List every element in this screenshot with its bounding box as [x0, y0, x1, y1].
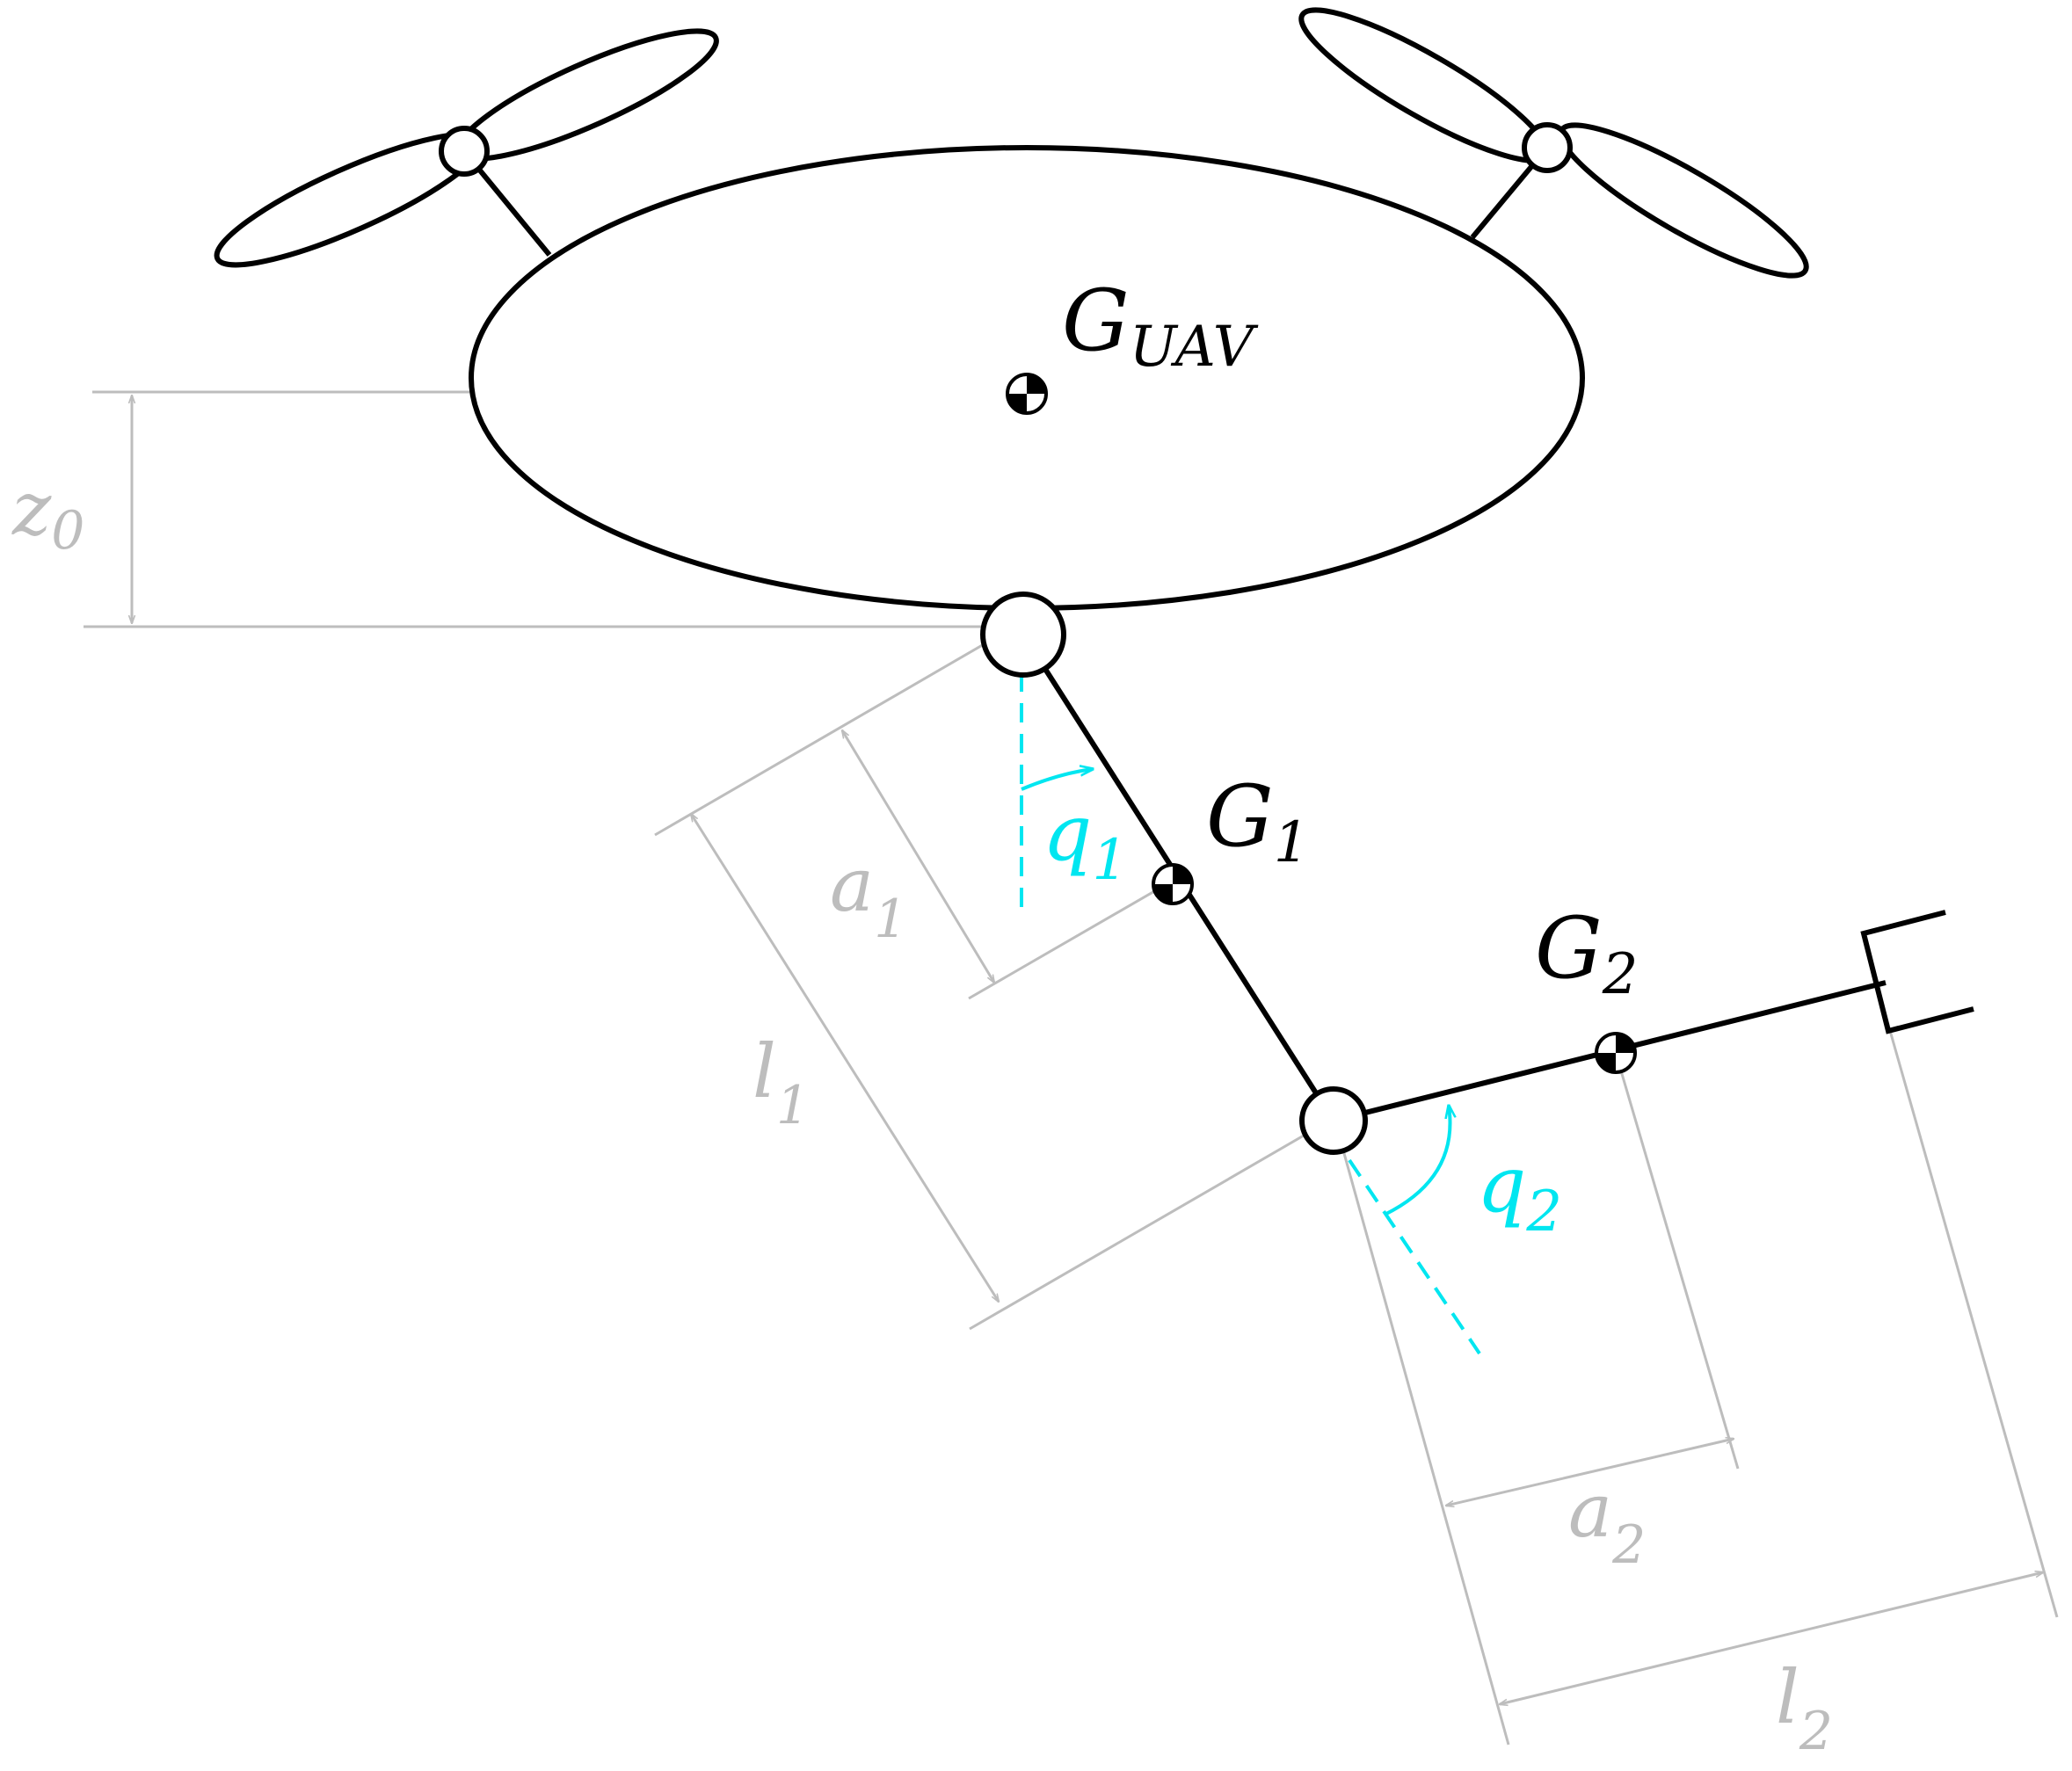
- l2-witness-start: [1334, 1124, 1510, 1746]
- cog-link-1: [1152, 863, 1194, 905]
- label-g-1: G1: [1206, 767, 1309, 875]
- label-q-2: q2: [1477, 1139, 1562, 1245]
- l1-witness-top: [654, 620, 1024, 837]
- l1-witness-bottom: [969, 1114, 1338, 1331]
- a2-witness-end: [1614, 1052, 1740, 1470]
- label-a-2: a2: [1568, 1468, 1646, 1576]
- a1-witness-bottom: [968, 879, 1174, 1000]
- label-l-2: l2: [1776, 1654, 1833, 1762]
- l2-dimension-arrow: [1500, 1572, 2043, 1704]
- label-z-0: z0: [11, 466, 84, 562]
- label-g-2: G2: [1535, 899, 1638, 1007]
- label-a-1: a1: [830, 842, 907, 950]
- dimension-lines: [84, 390, 2059, 1746]
- a2-dimension-arrow: [1446, 1439, 1734, 1506]
- elbow-joint: [1299, 1086, 1368, 1155]
- label-g-uav: GUAV: [1062, 272, 1259, 380]
- l1-dimension-arrow: [691, 814, 999, 1302]
- right-propeller-blade-1: [1298, 7, 1550, 163]
- right-propeller-blade-2: [1558, 122, 1809, 279]
- cog-uav: [1006, 373, 1048, 415]
- cog-link-2: [1595, 1032, 1637, 1074]
- manipulator-arm: [980, 592, 1974, 1155]
- label-q-1: q1: [1043, 788, 1128, 893]
- q2-angle-arc: [1384, 1106, 1450, 1216]
- gripper-end-effector: [1860, 910, 1974, 1034]
- q2-reference-line: [1348, 1158, 1481, 1355]
- angle-markers: [1020, 672, 1481, 1355]
- q1-angle-arc: [1021, 769, 1093, 791]
- left-rotor-hub: [439, 126, 490, 177]
- right-rotor-hub: [1522, 122, 1573, 173]
- label-l-1: l1: [752, 1028, 810, 1136]
- uav-structure: [214, 7, 1809, 611]
- shoulder-joint: [980, 592, 1066, 678]
- l2-witness-end: [1875, 983, 2059, 1618]
